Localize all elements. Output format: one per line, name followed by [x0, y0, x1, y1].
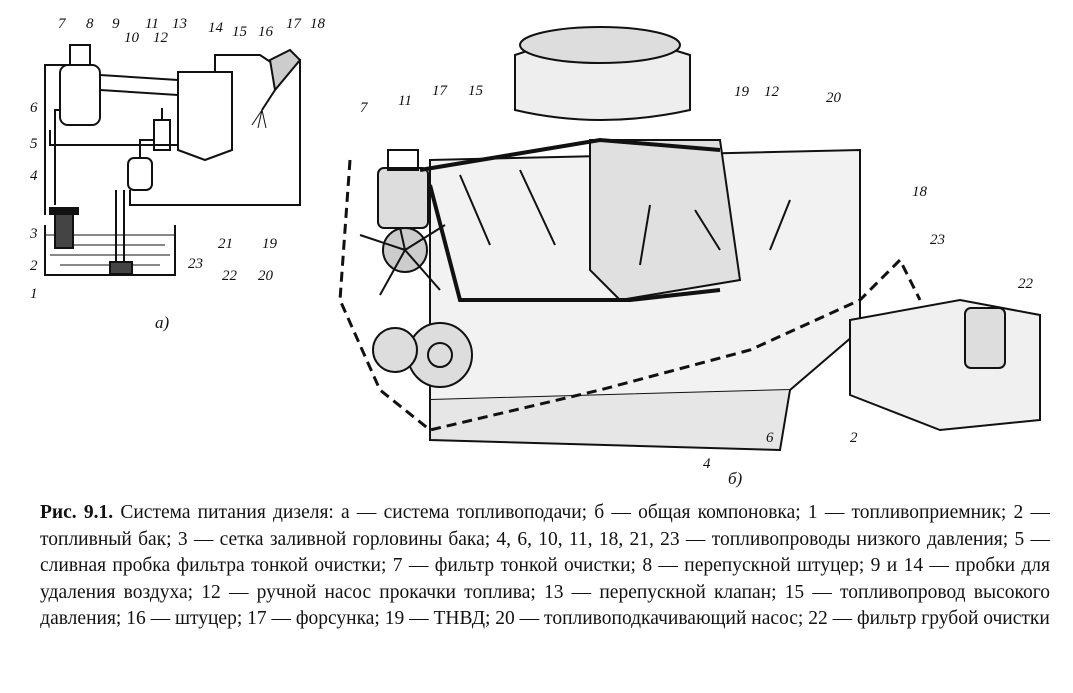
- label-a-6: 6: [30, 100, 38, 116]
- label-a-16: 16: [258, 24, 274, 40]
- figure-fuel-system: 7 8 9 10 11 12 13 14 15 16 17 18 6 5 4 3…: [29, 16, 1041, 488]
- figure-caption: Рис. 9.1. Система питания дизеля: а — си…: [40, 500, 1050, 633]
- label-b-11: 11: [398, 93, 412, 109]
- label-a-4: 4: [30, 168, 38, 184]
- label-a-1: 1: [30, 286, 38, 302]
- sublabel-a: а): [155, 313, 170, 332]
- label-a-5: 5: [30, 136, 38, 152]
- label-a-22: 22: [222, 268, 238, 284]
- label-a-12: 12: [153, 30, 169, 46]
- fuel-system-drawing: 7 8 9 10 11 12 13 14 15 16 17 18 6 5 4 3…: [29, 16, 1041, 488]
- label-a-13: 13: [172, 16, 187, 32]
- label-a-3: 3: [29, 226, 38, 242]
- label-a-10: 10: [124, 30, 140, 46]
- label-a-8: 8: [86, 16, 94, 32]
- label-a-23: 23: [188, 256, 203, 272]
- label-b-19: 19: [734, 84, 750, 100]
- label-a-11: 11: [145, 16, 159, 32]
- caption-lead: Рис. 9.1.: [40, 502, 114, 523]
- label-a-18: 18: [310, 16, 326, 32]
- label-b-15: 15: [468, 83, 484, 99]
- label-b-18: 18: [912, 184, 928, 200]
- label-b-7: 7: [360, 100, 369, 116]
- sublabel-b: б): [728, 469, 743, 488]
- label-a-20: 20: [258, 268, 274, 284]
- label-a-2: 2: [30, 258, 38, 274]
- label-b-12: 12: [764, 84, 780, 100]
- label-b-4: 4: [703, 456, 711, 472]
- engine-b: [338, 26, 1041, 452]
- label-a-15: 15: [232, 24, 248, 40]
- label-b-17: 17: [432, 83, 449, 99]
- label-b-6: 6: [766, 430, 774, 446]
- label-a-19: 19: [262, 236, 278, 252]
- label-a-21: 21: [218, 236, 233, 252]
- label-a-9: 9: [112, 16, 120, 32]
- schematic-a: [44, 44, 302, 276]
- label-a-7: 7: [58, 16, 67, 32]
- label-a-17: 17: [286, 16, 303, 32]
- label-a-14: 14: [208, 20, 224, 36]
- caption-text: Система питания дизеля: а — система топл…: [40, 502, 1051, 629]
- schematic-a-labels: 7 8 9 10 11 12 13 14 15 16 17 18 6 5 4 3…: [29, 16, 326, 332]
- label-b-23: 23: [930, 232, 945, 248]
- label-b-22: 22: [1018, 276, 1034, 292]
- label-b-2: 2: [850, 430, 858, 446]
- engine-b-labels: 7 11 17 15 19 12 20 18 23 22 2 4 6 б): [360, 83, 1034, 488]
- label-b-20: 20: [826, 90, 842, 106]
